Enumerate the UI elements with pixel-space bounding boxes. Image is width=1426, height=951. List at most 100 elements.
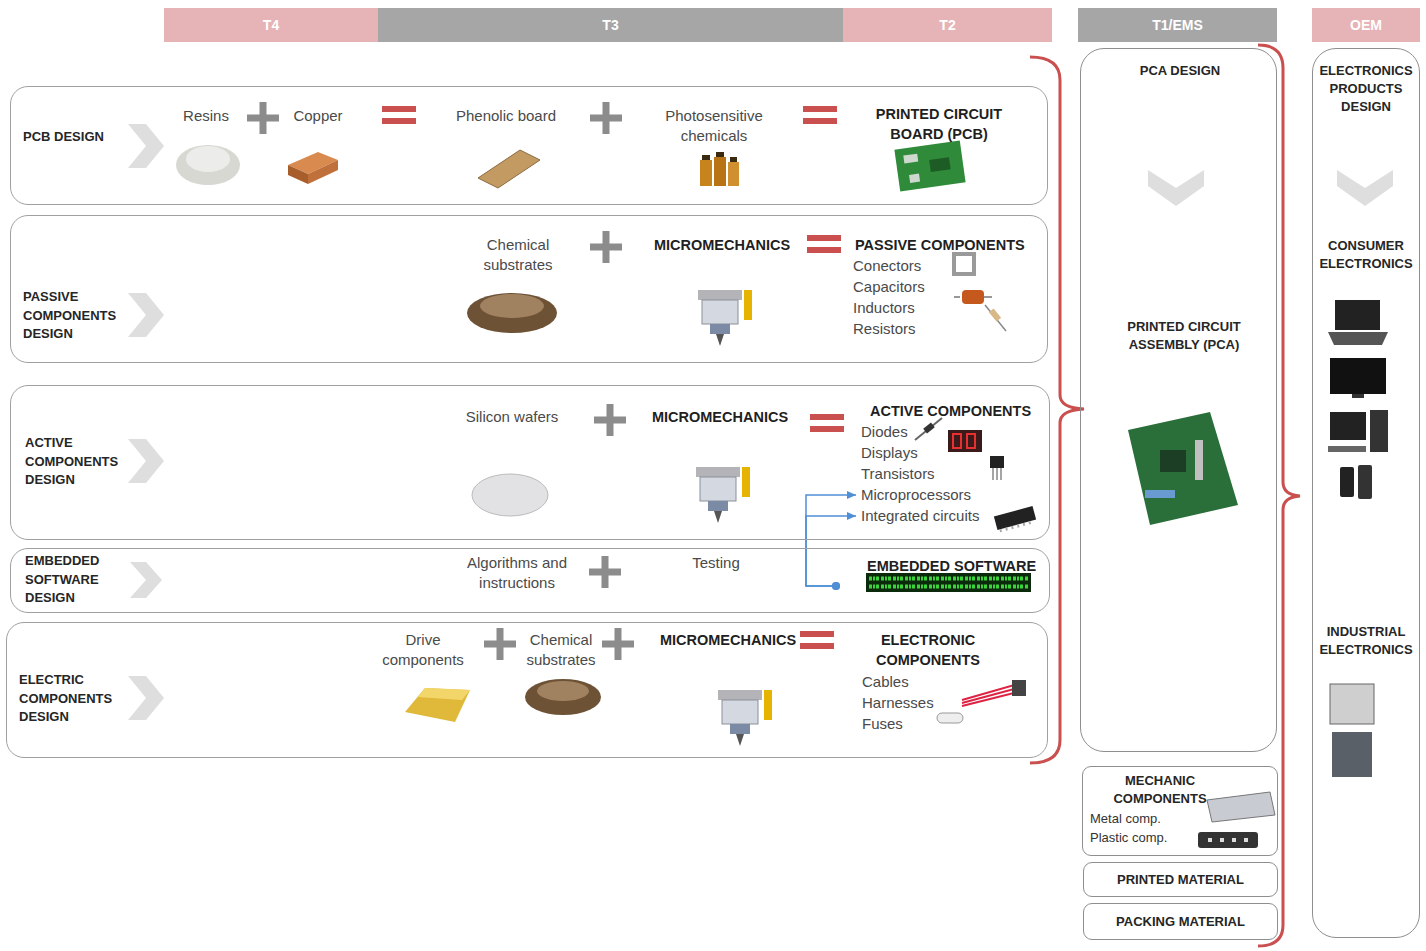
harness-wires xyxy=(962,684,1018,706)
resistor-icon xyxy=(989,308,1001,321)
fuse-icon xyxy=(937,713,963,723)
item-label: Drive components xyxy=(368,630,478,670)
gold-bar xyxy=(418,688,470,700)
design-row: PCB DESIGNResinsCopperPhenolic boardPhot… xyxy=(10,86,1048,205)
chevron xyxy=(128,124,164,168)
tier-band: T3 xyxy=(378,8,843,42)
oem-column: ELECTRONICS PRODUCTS DESIGNCONSUMER ELEC… xyxy=(1312,48,1420,938)
tier-band: T4 xyxy=(164,8,378,42)
laptop xyxy=(1335,300,1380,330)
equal-sign xyxy=(810,417,844,429)
bottle xyxy=(728,162,739,186)
item-label: Chemical substrates xyxy=(463,235,573,275)
design-row: ACTIVE COMPONENTS DESIGNSilicon wafersMI… xyxy=(10,385,1050,540)
arrow-origin-dot xyxy=(832,582,840,590)
transistor-icon xyxy=(990,456,1004,468)
phenolic-board xyxy=(478,150,540,188)
copper-bar xyxy=(288,165,308,184)
connector-icon xyxy=(954,254,974,274)
item-label: Diodes xyxy=(861,422,941,442)
design-row: PASSIVE COMPONENTS DESIGNChemical substr… xyxy=(10,215,1048,363)
item-label: Resins xyxy=(166,106,246,126)
item-label: Cables xyxy=(862,672,942,692)
inductor-lead xyxy=(954,296,992,298)
gravel-pile xyxy=(480,294,544,318)
display-icon xyxy=(948,430,982,452)
micromechanics-tool xyxy=(698,290,752,346)
item-label: Integrated circuits xyxy=(861,506,991,526)
plus-sign xyxy=(589,556,621,588)
plastic-part xyxy=(1208,838,1248,842)
box-label: OEM xyxy=(1350,17,1382,33)
row-heading: ELECTRIC COMPONENTS DESIGN xyxy=(19,671,129,727)
chevron xyxy=(128,293,164,337)
item-label: Transistors xyxy=(861,464,951,484)
item-label: MICROMECHANICS xyxy=(647,235,797,255)
software-arrow xyxy=(806,495,856,586)
box-label: PRINTED MATERIAL xyxy=(1117,871,1244,889)
item-label: Copper xyxy=(278,106,358,126)
assembly-column: PCA DESIGNPRINTED CIRCUIT ASSEMBLY (PCA) xyxy=(1080,48,1277,752)
industrial-unit xyxy=(1330,684,1374,724)
diode-icon xyxy=(915,418,942,440)
bracket xyxy=(1030,57,1084,763)
equal-sign xyxy=(800,634,834,646)
micromechanics-tool xyxy=(696,467,750,523)
item-label: Capacitors xyxy=(853,277,953,297)
item-label: Harnesses xyxy=(862,693,952,713)
item-label: Testing xyxy=(676,553,756,573)
phone xyxy=(1358,465,1372,499)
tv xyxy=(1352,394,1364,398)
plus-sign xyxy=(594,404,626,436)
diode-icon xyxy=(923,423,935,434)
resin-pile xyxy=(176,145,240,185)
plus-sign xyxy=(590,231,622,263)
material-box: PACKING MATERIAL xyxy=(1083,903,1278,940)
pca-part xyxy=(1195,440,1203,480)
chip-icon xyxy=(994,506,1036,530)
chevron xyxy=(130,562,162,598)
row-heading: PCB DESIGN xyxy=(23,128,128,147)
item-label: MECHANIC COMPONENTS xyxy=(1095,772,1225,808)
item-label: MICROMECHANICS xyxy=(645,407,795,427)
item-label: Plastic comp. xyxy=(1090,828,1190,847)
tier-band: T1/EMS xyxy=(1078,8,1277,42)
gravel-pile xyxy=(537,681,589,701)
copper-bar xyxy=(308,160,338,184)
equal-sign xyxy=(803,109,837,121)
gravel-pile xyxy=(467,293,557,333)
item-label: Fuses xyxy=(862,714,942,734)
chevron xyxy=(1148,170,1204,206)
design-row: ELECTRIC COMPONENTS DESIGN Drive componen… xyxy=(6,622,1048,758)
micromechanics-tool xyxy=(718,690,772,746)
desktop xyxy=(1330,412,1366,440)
tier-band: T2 xyxy=(843,8,1052,42)
chevron xyxy=(1337,170,1393,206)
item-label: Algorithms and instructions xyxy=(442,553,592,593)
item-label: Resistors xyxy=(853,319,953,339)
desktop xyxy=(1328,446,1366,452)
item-label: PCA DESIGN xyxy=(1105,62,1255,80)
material-box: MECHANIC COMPONENTSMetal comp.Plastic co… xyxy=(1082,766,1278,856)
equal-sign xyxy=(807,238,841,250)
harness-plug xyxy=(1012,680,1026,696)
binary-code xyxy=(866,573,1031,592)
transistor-lead xyxy=(993,468,1001,480)
pcb-part xyxy=(929,157,950,172)
box-label: T4 xyxy=(263,17,279,33)
industrial-cabinet xyxy=(1332,732,1372,777)
pcb-board xyxy=(894,141,965,192)
item-label: Displays xyxy=(861,443,941,463)
item-label: MICROMECHANICS xyxy=(653,630,803,650)
pca-part xyxy=(1160,450,1186,472)
software-arrow xyxy=(806,516,856,586)
gravel-pile xyxy=(525,679,601,715)
row-heading: EMBEDDED SOFTWARE DESIGN xyxy=(25,552,135,608)
box-label: PACKING MATERIAL xyxy=(1116,913,1245,931)
item-label: ELECTRONICS PRODUCTS DESIGN xyxy=(1316,62,1416,116)
desktop xyxy=(1370,410,1388,452)
item-label: ACTIVE COMPONENTS xyxy=(870,401,1035,421)
bottle xyxy=(714,157,726,186)
equal-sign xyxy=(382,109,416,121)
